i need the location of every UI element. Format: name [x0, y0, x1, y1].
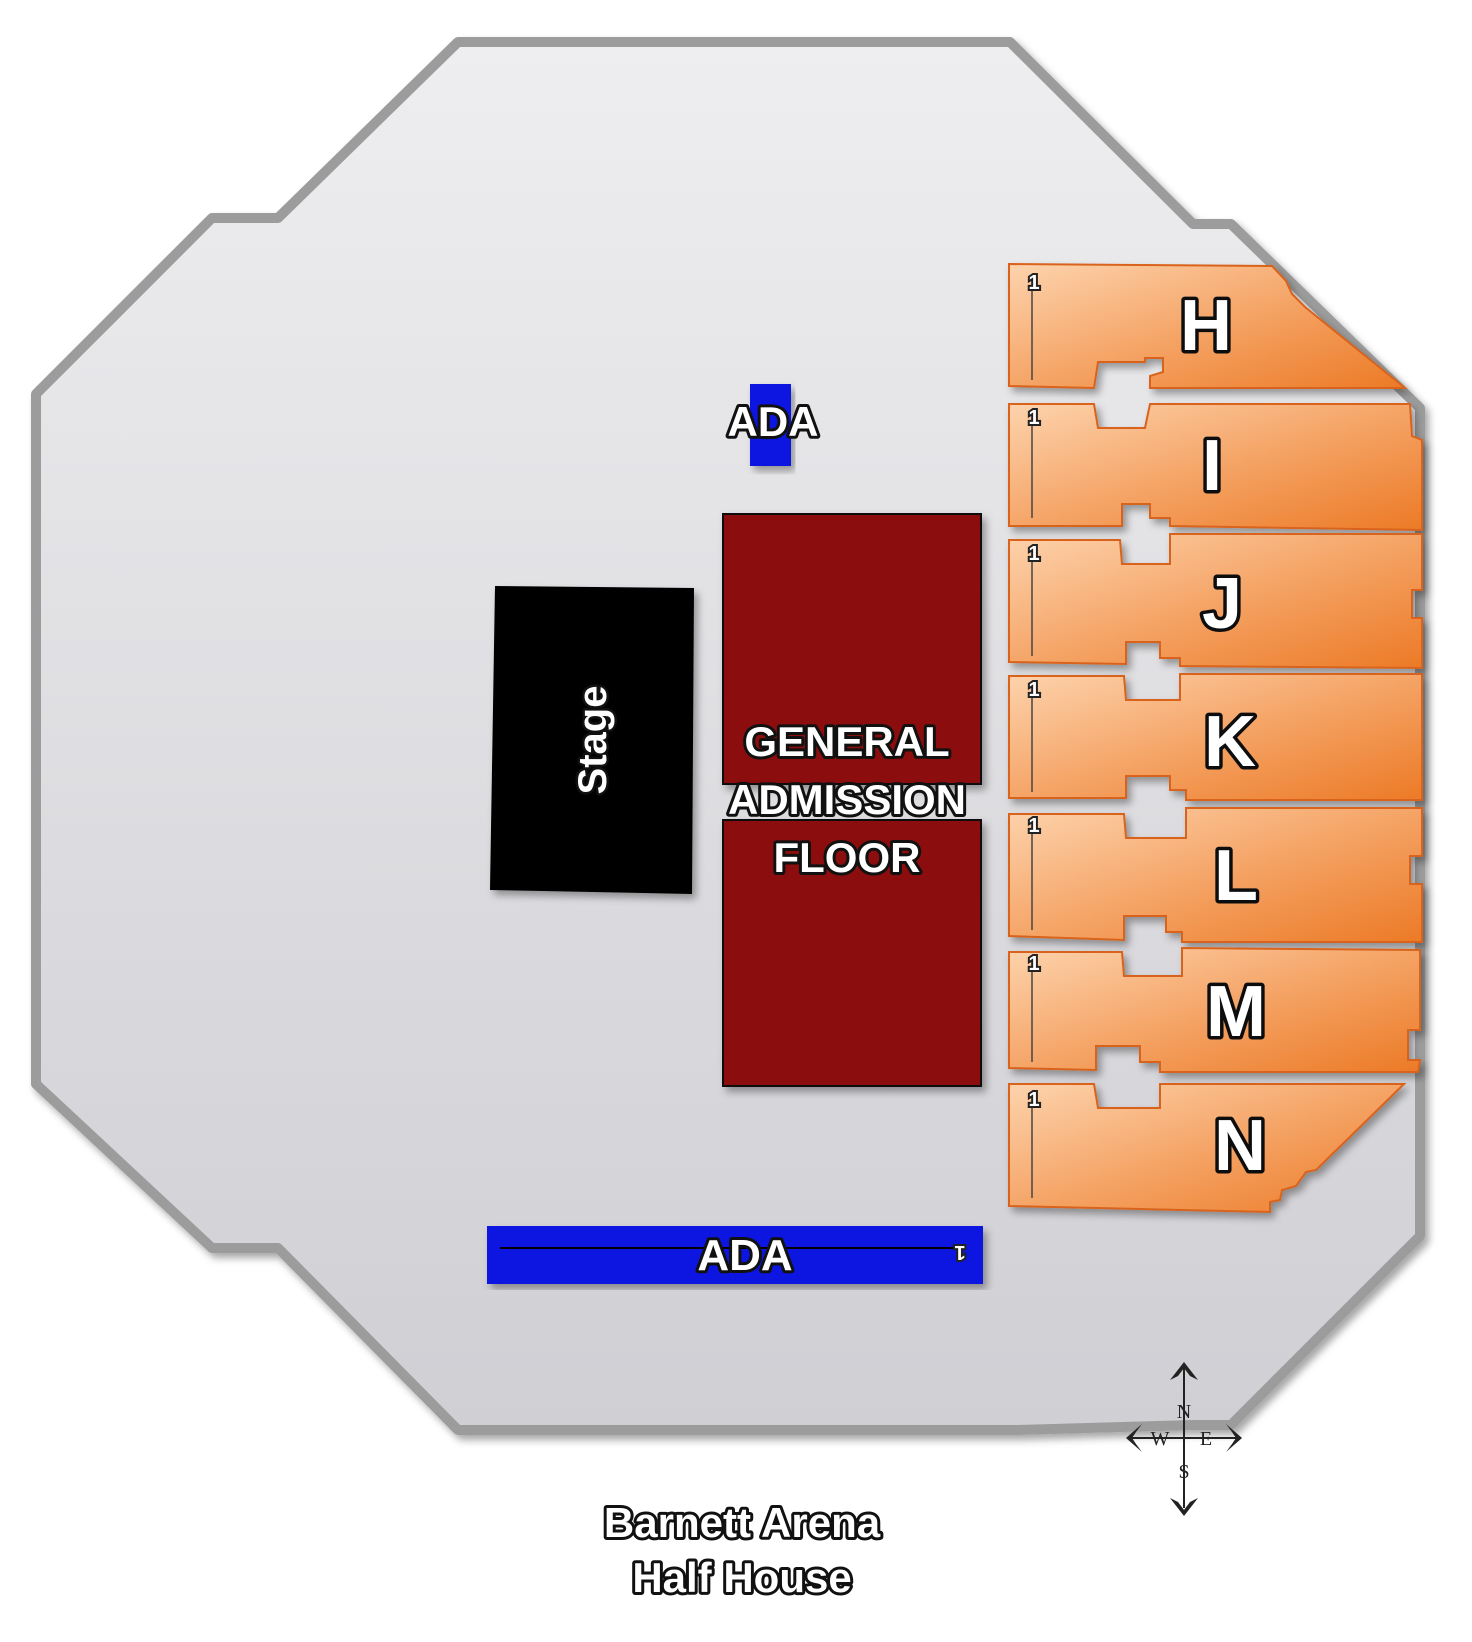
floor-label-line1: GENERAL: [744, 718, 949, 765]
stage-label: Stage: [571, 686, 615, 795]
section-l-row: 1: [1028, 815, 1039, 837]
section-n[interactable]: 1 N: [1008, 1083, 1407, 1214]
section-h-row: 1: [1028, 272, 1039, 294]
section-k-row: 1: [1028, 679, 1039, 701]
venue-name-line2: Half House: [632, 1554, 851, 1601]
sections-group: 1 H 1 I 1 J 1 K: [1008, 262, 1423, 1214]
section-m[interactable]: 1 M: [1008, 946, 1422, 1073]
compass-rose-icon: N S W E: [1126, 1362, 1242, 1516]
section-h[interactable]: 1 H: [1008, 262, 1408, 390]
venue-name-line1: Barnett Arena: [604, 1499, 881, 1546]
section-i[interactable]: 1 I: [1008, 403, 1423, 532]
compass-arrow-south-icon: [1170, 1498, 1198, 1516]
compass-north-label: N: [1177, 1401, 1191, 1423]
section-j-row: 1: [1028, 543, 1039, 565]
compass-west-label: W: [1151, 1428, 1170, 1450]
ada-bottom-row-label: 1: [954, 1241, 965, 1263]
section-l[interactable]: 1 L: [1008, 807, 1423, 943]
ada-area-top[interactable]: ADA: [725, 384, 822, 466]
section-i-label: I: [1202, 426, 1222, 506]
section-l-label: L: [1214, 836, 1258, 916]
section-m-row: 1: [1028, 953, 1039, 975]
compass-arrow-north-icon: [1170, 1362, 1198, 1380]
ada-bottom-label: ADA: [697, 1231, 792, 1280]
compass-arrow-west-icon: [1126, 1424, 1142, 1452]
section-n-row: 1: [1028, 1089, 1039, 1111]
compass-arrow-east-icon: [1226, 1424, 1242, 1452]
section-j-label: J: [1202, 564, 1242, 644]
floor-label-line3: FLOOR: [774, 834, 921, 881]
section-n-label: N: [1214, 1106, 1266, 1186]
section-k[interactable]: 1 K: [1008, 673, 1423, 801]
section-j[interactable]: 1 J: [1008, 533, 1423, 670]
section-h-label: H: [1180, 286, 1232, 366]
compass-east-label: E: [1200, 1428, 1212, 1450]
stage[interactable]: Stage: [490, 586, 694, 894]
ada-area-bottom[interactable]: ADA 1: [487, 1226, 983, 1284]
floor-label-line2: ADMISSION: [728, 776, 966, 823]
general-admission-floor[interactable]: GENERAL ADMISSION FLOOR: [722, 513, 982, 1087]
section-i-row: 1: [1028, 407, 1039, 429]
section-k-label: K: [1204, 702, 1256, 782]
section-m-label: M: [1206, 972, 1266, 1052]
ada-top-label: ADA: [728, 398, 819, 445]
compass-south-label: S: [1178, 1461, 1189, 1483]
